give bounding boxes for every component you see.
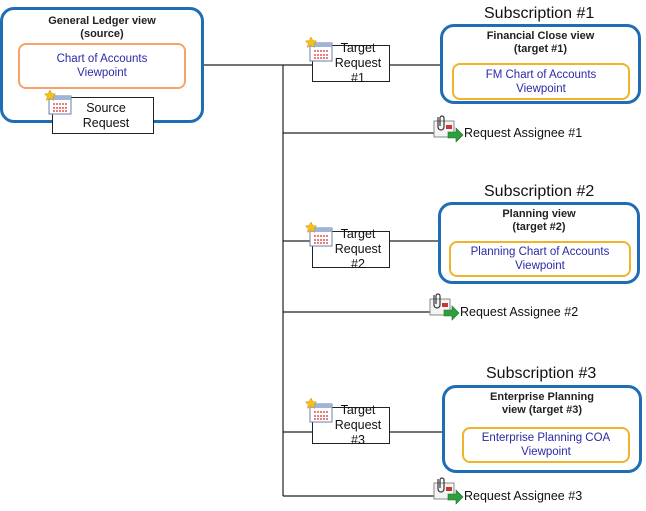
request-assignee-3-label: Request Assignee #3 bbox=[464, 489, 583, 503]
target-2-view-title: Planning view (target #2) bbox=[502, 208, 576, 233]
target-1-view-title: Financial Close view (target #1) bbox=[486, 30, 595, 55]
assignee-task-icon bbox=[429, 293, 460, 321]
request-assignee-1-label: Request Assignee #1 bbox=[464, 126, 583, 140]
request-form-icon bbox=[44, 90, 72, 115]
request-form-icon bbox=[305, 398, 333, 423]
assignee-task-icon bbox=[433, 477, 464, 505]
target-1-view-box: Financial Close view (target #1) FM Char… bbox=[440, 24, 641, 104]
subscription-2-title: Subscription #2 bbox=[484, 183, 595, 200]
request-form-icon bbox=[305, 37, 333, 62]
request-form-icon bbox=[305, 222, 333, 247]
subscription-3-title: Subscription #3 bbox=[486, 365, 597, 382]
target-3-view-title: Enterprise Planning view (target #3) bbox=[490, 391, 594, 416]
assignee-task-icon bbox=[433, 115, 464, 143]
subscription-1-title: Subscription #1 bbox=[484, 5, 595, 22]
target-2-view-box: Planning view (target #2) Planning Chart… bbox=[438, 202, 640, 284]
target-3-view-box: Enterprise Planning view (target #3) Ent… bbox=[442, 385, 642, 473]
source-view-title: General Ledger view (source) bbox=[48, 15, 156, 40]
request-assignee-2-label: Request Assignee #2 bbox=[460, 305, 579, 319]
